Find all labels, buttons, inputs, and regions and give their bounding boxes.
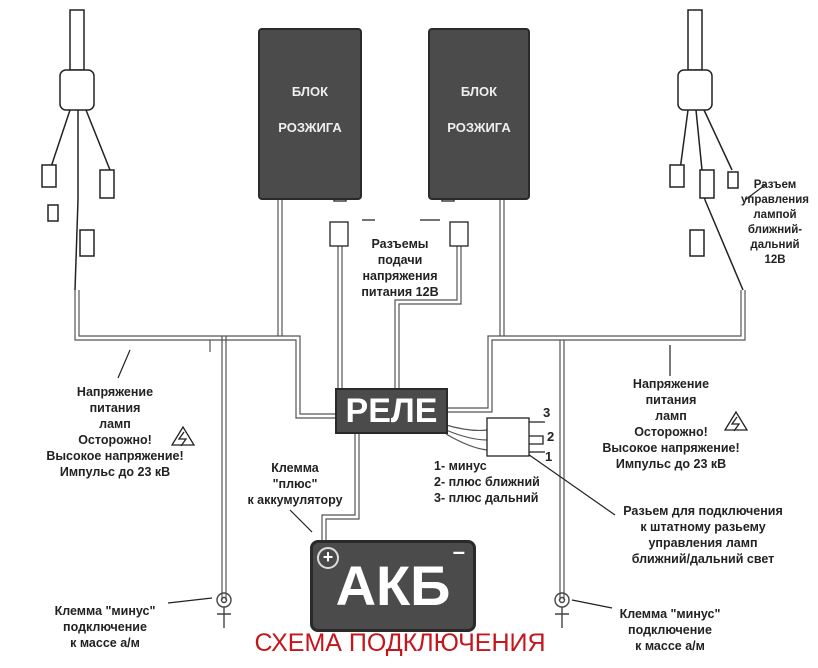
relay-box: РЕЛЕ (335, 388, 448, 434)
battery-minus-icon: – (452, 539, 465, 564)
text-line: Импульс до 23 кВ (59, 465, 171, 479)
text-line: питания (89, 401, 141, 415)
text-line: Разъем (753, 179, 797, 191)
text-line: Напряжение (632, 377, 710, 391)
text-line: питания 12В (361, 285, 439, 299)
text-line: подключение (63, 620, 147, 634)
lamp-voltage-left-label: Напряжение питания ламп Осторожно! Высок… (40, 384, 190, 480)
text-line: подачи (377, 253, 423, 267)
text-line: Высокое напряжение! (602, 441, 740, 455)
text-line: ближний- (747, 224, 803, 236)
block-label: БЛОК (291, 84, 329, 99)
text-line: Импульс до 23 кВ (615, 457, 727, 471)
wire-right-ground (559, 340, 565, 600)
text-line: ламп (99, 417, 131, 431)
text-line: напряжения (362, 269, 438, 283)
pin-legend: 1- минус 2- плюс ближний 3- плюс дальний (434, 458, 540, 506)
pin-number-1: 1 (545, 449, 553, 464)
power-plug-1 (329, 221, 349, 247)
minus-terminal-right-label: Клемма "минус" подключение к массе а/м (605, 606, 735, 654)
wire-connector (445, 424, 488, 451)
ignition-block-1: БЛОК РОЗЖИГА (258, 28, 362, 200)
pin-number-2: 2 (547, 429, 555, 444)
wire-battery-plus (321, 432, 360, 540)
text-line: Разьем для подключения (623, 504, 783, 518)
ignition-block-2: БЛОК РОЗЖИГА (428, 28, 530, 200)
text-line: 3- плюс дальний (434, 491, 539, 505)
diagram-title: СХЕМА ПОДКЛЮЧЕНИЯ (254, 629, 546, 657)
block-label: РОЗЖИГА (278, 120, 342, 135)
battery: АКБ + – (310, 540, 476, 632)
wire-left-harness (74, 290, 335, 419)
text-line: к массе а/м (635, 639, 705, 653)
text-line: Клемма (271, 461, 319, 475)
lamp-control-connector (486, 417, 530, 457)
high-voltage-warning-icon (170, 425, 196, 447)
high-voltage-warning-icon (723, 410, 749, 432)
text-line: Осторожно! (634, 425, 708, 439)
text-line: Напряжение (76, 385, 154, 399)
battery-label: АКБ (335, 554, 451, 617)
text-line: Клемма "минус" (619, 607, 721, 621)
text-line: 12В (764, 254, 786, 266)
text-line: подключение (628, 623, 712, 637)
text-line: ламп (655, 409, 687, 423)
ground-terminal-left (216, 592, 232, 608)
wire-plug2 (394, 245, 462, 388)
text-line: 2- плюс ближний (434, 475, 540, 489)
wire-block2 (499, 198, 505, 336)
lamp-control-label: Разъем управления лампой ближний- дальни… (735, 178, 815, 268)
text-line: лампой (753, 209, 797, 221)
text-line: к штатному разьему (640, 520, 766, 534)
wire-plug1 (337, 245, 343, 388)
lamp-left (41, 9, 115, 291)
text-line: Осторожно! (78, 433, 152, 447)
text-line: дальний (750, 239, 800, 251)
text-line: Разъемы (371, 237, 429, 251)
wire-block1 (277, 198, 283, 336)
minus-terminal-left-label: Клемма "минус" подключение к массе а/м (40, 603, 170, 651)
text-line: к массе а/м (70, 636, 140, 650)
lamp-voltage-right-label: Напряжение питания ламп Осторожно! Высок… (596, 376, 746, 472)
pin-number-3: 3 (543, 405, 551, 420)
text-line: к аккумулятору (247, 493, 343, 507)
text-line: Высокое напряжение! (46, 449, 184, 463)
text-line: "плюс" (272, 477, 318, 491)
power-plug-2 (449, 221, 469, 247)
plus-terminal-label: Клемма "плюс" к аккумулятору (235, 460, 355, 508)
power-connectors-label: Разъемы подачи напряжения питания 12В (345, 236, 455, 300)
text-line: ближний/дальний свет (631, 552, 775, 566)
wire-left-ground (209, 336, 227, 600)
text-line: 1- минус (434, 459, 487, 473)
battery-plus-icon: + (317, 547, 339, 569)
text-line: питания (645, 393, 697, 407)
lamp-right (669, 9, 744, 291)
text-line: управления (741, 194, 809, 206)
connector-label: Разьем для подключения к штатному разьем… (608, 503, 798, 567)
block-label: РОЗЖИГА (447, 120, 511, 135)
text-line: управления ламп (648, 536, 758, 550)
wire-right-harness (446, 290, 746, 413)
block-label: БЛОК (460, 84, 498, 99)
ground-terminal-right (554, 592, 570, 608)
text-line: Клемма "минус" (54, 604, 156, 618)
